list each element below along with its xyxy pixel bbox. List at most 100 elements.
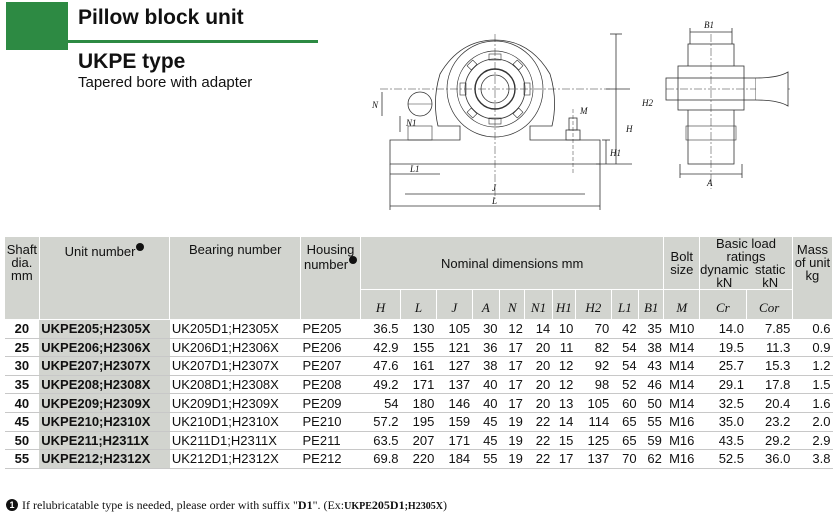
cell-a: 55 [472, 449, 500, 469]
cell-mass: 1.6 [792, 393, 833, 413]
cell-cor: 29.2 [746, 431, 793, 451]
cell-bolt: M14 [663, 356, 700, 376]
col-nominal-dimensions: Nominal dimensions mm [360, 236, 665, 290]
cell-h: 49.2 [360, 375, 401, 395]
cell-n: 17 [499, 393, 525, 413]
cell-h: 54 [360, 393, 401, 413]
cell-a: 30 [472, 319, 500, 339]
cell-l1: 70 [611, 449, 639, 469]
cell-h1: 14 [552, 412, 576, 432]
cell-l1: 42 [611, 319, 639, 339]
cell-h1: 12 [552, 356, 576, 376]
cell-housing: PE212 [300, 449, 361, 469]
cell-h1: 11 [552, 338, 576, 358]
col-bolt: Bolt size [663, 236, 701, 290]
sym-h: H [360, 289, 402, 320]
cell-n1: 20 [524, 356, 553, 376]
cell-bearing: UK208D1;H2308X [169, 375, 301, 395]
cell-h2: 98 [575, 375, 612, 395]
sym-n1: N1 [524, 289, 553, 320]
cell-bolt: M16 [663, 431, 700, 451]
sym-a: A [471, 289, 501, 320]
cell-cor: 7.85 [746, 319, 793, 339]
cell-a: 36 [472, 338, 500, 358]
cell-bearing: UK206D1;H2306X [169, 338, 301, 358]
cell-cr: 29.1 [699, 375, 746, 395]
note-marker-icon [136, 243, 145, 251]
cell-housing: PE208 [300, 375, 361, 395]
cell-bearing: UK209D1;H2309X [169, 393, 301, 413]
cell-unit: UKPE211;H2311X [39, 431, 170, 451]
cell-h2: 70 [575, 319, 612, 339]
sym-b1: B1 [638, 289, 665, 320]
cell-h: 42.9 [360, 338, 401, 358]
cell-cr: 19.5 [699, 338, 746, 358]
cell-bearing: UK205D1;H2305X [169, 319, 301, 339]
sym-h2: H2 [574, 289, 612, 320]
cell-mass: 0.9 [792, 338, 833, 358]
cell-n: 19 [499, 431, 525, 451]
cell-n1: 22 [524, 431, 553, 451]
cell-h: 36.5 [360, 319, 401, 339]
label-a: A [706, 178, 713, 188]
col-mass: Mass of unit kg [791, 236, 834, 320]
header-accent-line [68, 40, 318, 43]
cell-b1: 46 [638, 375, 664, 395]
cell-a: 38 [472, 356, 500, 376]
cell-unit: UKPE210;H2310X [39, 412, 170, 432]
cell-cr: 32.5 [699, 393, 746, 413]
cell-n1: 14 [524, 319, 553, 339]
cell-b1: 35 [638, 319, 664, 339]
cell-j: 105 [436, 319, 473, 339]
cell-h2: 114 [575, 412, 612, 432]
cell-bearing: UK207D1;H2307X [169, 356, 301, 376]
cell-j: 184 [436, 449, 473, 469]
cell-h1: 15 [552, 431, 576, 451]
cell-j: 121 [436, 338, 473, 358]
cell-cr: 52.5 [699, 449, 746, 469]
cell-h: 47.6 [360, 356, 401, 376]
cell-shaft: 20 [4, 319, 40, 339]
cell-b1: 62 [638, 449, 664, 469]
cell-l1: 54 [611, 338, 639, 358]
cell-cr: 14.0 [699, 319, 746, 339]
cell-mass: 2.0 [792, 412, 833, 432]
cell-l: 195 [400, 412, 437, 432]
cell-j: 171 [436, 431, 473, 451]
cell-housing: PE209 [300, 393, 361, 413]
cell-a: 40 [472, 375, 500, 395]
cell-bolt: M16 [663, 449, 700, 469]
sym-l: L [400, 289, 437, 320]
cell-l1: 52 [611, 375, 639, 395]
cell-j: 146 [436, 393, 473, 413]
cell-cor: 11.3 [746, 338, 793, 358]
col-bearing: Bearing number [169, 236, 301, 320]
cell-b1: 55 [638, 412, 664, 432]
cell-n: 17 [499, 375, 525, 395]
cell-n: 19 [499, 449, 525, 469]
cell-l1: 65 [611, 412, 639, 432]
cell-cor: 17.8 [746, 375, 793, 395]
cell-cor: 20.4 [746, 393, 793, 413]
cell-n: 17 [499, 338, 525, 358]
cell-housing: PE206 [300, 338, 361, 358]
cell-bolt: M16 [663, 412, 700, 432]
cell-l1: 54 [611, 356, 639, 376]
cell-h1: 13 [552, 393, 576, 413]
type-title: UKPE type [78, 50, 186, 73]
cell-shaft: 55 [4, 449, 40, 469]
cell-bearing: UK212D1;H2312X [169, 449, 301, 469]
cell-l1: 65 [611, 431, 639, 451]
cell-bolt: M14 [663, 393, 700, 413]
label-l1: L1 [409, 164, 420, 174]
cell-cr: 25.7 [699, 356, 746, 376]
note-marker-icon: 1 [6, 499, 18, 511]
cell-h2: 137 [575, 449, 612, 469]
cell-shaft: 45 [4, 412, 40, 432]
